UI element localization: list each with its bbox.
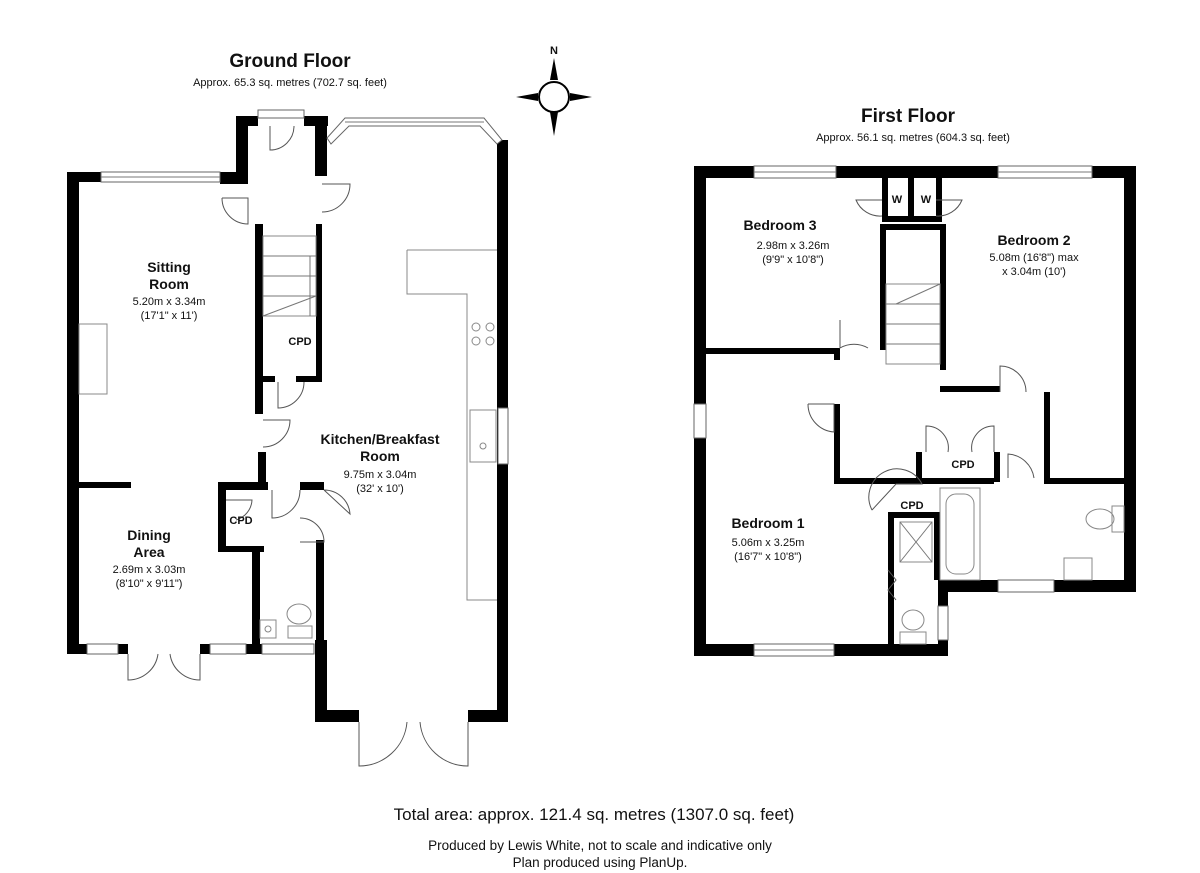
sitting-room-dimensions-metric: 5.20m x 3.34m (133, 296, 206, 308)
dining-area-dimensions-metric: 2.69m x 3.03m (113, 564, 186, 576)
ground-floor-doors (127, 125, 469, 767)
cpd-under-stairs-label: CPD (288, 336, 311, 348)
sitting-room-chimney-breast (78, 323, 108, 395)
compass-north-label: N (550, 45, 558, 57)
bathroom-fittings (899, 487, 1125, 645)
first-floor-title: First Floor (861, 106, 956, 127)
kitchen-fittings (406, 249, 497, 601)
wardrobe-b-label: W (921, 194, 932, 206)
plan-footer: Total area: approx. 121.4 sq. metres (13… (394, 805, 795, 870)
bedroom-1-dimensions-metric: 5.06m x 3.25m (732, 537, 805, 549)
producer-text: Produced by Lewis White, not to scale an… (428, 838, 772, 853)
cpd-cloak-label: CPD (229, 515, 252, 527)
sitting-room-dimensions-imperial: (17'1" x 11') (141, 310, 198, 322)
bedroom-3-dimensions-imperial: (9'9" x 10'8") (762, 254, 824, 266)
bedroom-3-label: Bedroom 3 2.98m x 3.26m (9'9" x 10'8") (743, 217, 829, 266)
bedroom-2-dimensions-line2: x 3.04m (10') (1002, 266, 1066, 278)
first-floor-windows (693, 165, 1093, 657)
software-text: Plan produced using PlanUp. (513, 855, 688, 870)
dining-area-label: Dining Area 2.69m x 3.03m (8'10" x 9'11"… (113, 527, 186, 590)
sitting-room-label: Sitting Room 5.20m x 3.34m (17'1" x 11') (133, 259, 206, 322)
cpd-bathroom-label: CPD (900, 500, 923, 512)
bedroom-1-name: Bedroom 1 (731, 515, 804, 531)
kitchen-dimensions-imperial: (32' x 10') (356, 483, 404, 495)
ground-floor-title: Ground Floor (229, 51, 351, 72)
ground-floor-windows (86, 109, 509, 655)
kitchen-name-line2: Room (360, 448, 400, 464)
cloakroom-fittings (259, 603, 313, 639)
dining-area-dimensions-imperial: (8'10" x 9'11") (116, 578, 183, 590)
compass-rose: N (516, 45, 592, 136)
bedroom-2-label: Bedroom 2 5.08m (16'8") max x 3.04m (10'… (989, 232, 1079, 278)
bedroom-1-dimensions-imperial: (16'7" x 10'8") (734, 551, 802, 563)
kitchen-name-line1: Kitchen/Breakfast (320, 431, 439, 447)
dining-area-name-line1: Dining (127, 527, 171, 543)
ground-floor-area: Approx. 65.3 sq. metres (702.7 sq. feet) (193, 77, 387, 89)
total-area-text: Total area: approx. 121.4 sq. metres (13… (394, 805, 795, 824)
bedroom-1-label: Bedroom 1 5.06m x 3.25m (16'7" x 10'8") (731, 515, 804, 563)
bedroom-3-dimensions-metric: 2.98m x 3.26m (757, 240, 830, 252)
bedroom-2-name: Bedroom 2 (997, 232, 1070, 248)
ground-floor-stairs (262, 235, 317, 317)
kitchen-label: Kitchen/Breakfast Room 9.75m x 3.04m (32… (320, 431, 439, 495)
cpd-landing-label: CPD (951, 459, 974, 471)
first-floor-plan: First Floor Approx. 56.1 sq. metres (604… (693, 106, 1136, 657)
bedroom-3-name: Bedroom 3 (743, 217, 816, 233)
bedroom-2-dimensions-line1: 5.08m (16'8") max (989, 252, 1079, 264)
ground-floor-plan: Ground Floor Approx. 65.3 sq. metres (70… (67, 51, 509, 767)
first-floor-doors (807, 199, 1035, 601)
wardrobe-a-label: W (892, 194, 903, 206)
first-floor-stairs (885, 283, 941, 365)
first-floor-area: Approx. 56.1 sq. metres (604.3 sq. feet) (816, 132, 1010, 144)
sitting-room-name-line1: Sitting (147, 259, 191, 275)
kitchen-bay-window (326, 117, 503, 145)
kitchen-dimensions-metric: 9.75m x 3.04m (344, 469, 417, 481)
dining-area-name-line2: Area (133, 544, 164, 560)
sitting-room-name-line2: Room (149, 276, 189, 292)
